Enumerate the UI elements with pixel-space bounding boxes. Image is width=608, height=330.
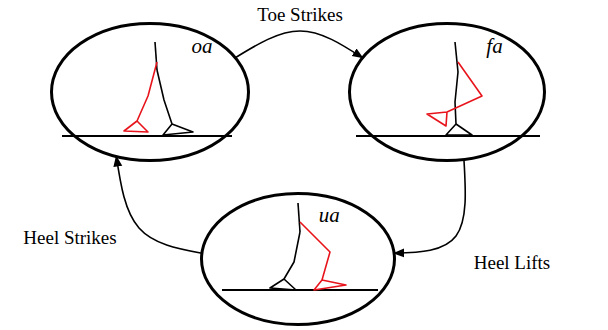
transition-label: Heel Strikes — [21, 228, 118, 247]
state-ellipse: fa — [348, 22, 546, 162]
state-ellipse: oa — [50, 22, 250, 162]
walker-figure — [222, 203, 378, 290]
swing-leg — [427, 62, 482, 126]
ellipse-outline — [350, 24, 545, 161]
state-label: fa — [486, 36, 502, 57]
state-label: ua — [319, 205, 340, 226]
transition-arrow — [235, 31, 362, 58]
ellipse-outline — [50, 22, 250, 162]
swing-leg — [124, 62, 157, 132]
state-label: oa — [192, 36, 213, 57]
torso-line — [455, 42, 458, 72]
torso-line — [298, 203, 300, 232]
swing-leg — [300, 222, 346, 290]
transition-arrow — [116, 156, 202, 253]
ground-line — [222, 289, 378, 291]
stance-leg — [270, 232, 300, 290]
transition-arrow — [394, 159, 465, 253]
stance-leg — [157, 70, 193, 135]
stance-leg — [446, 72, 472, 135]
walker-figure — [356, 42, 540, 136]
ground-line — [62, 135, 232, 137]
ellipse-outline — [200, 192, 396, 326]
ellipse-outline — [202, 194, 395, 325]
transition-label: Toe Strikes — [255, 5, 345, 24]
ellipse-outline — [348, 22, 546, 162]
transition-label: Heel Lifts — [472, 253, 553, 272]
state-ellipse: ua — [200, 192, 396, 326]
ellipse-outline — [52, 24, 249, 161]
